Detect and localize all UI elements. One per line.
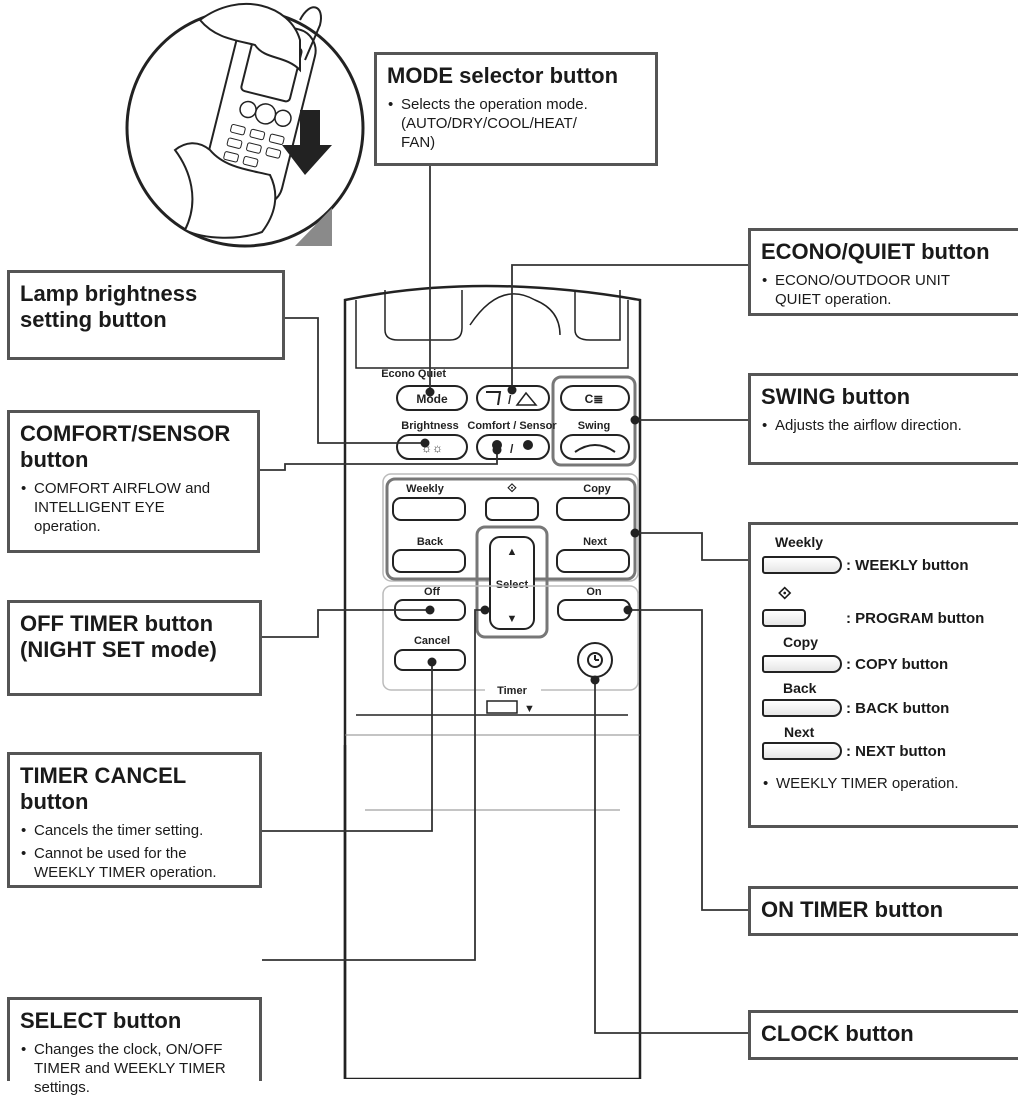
mode-button-label: Mode [416, 392, 448, 406]
clock-icon [587, 652, 603, 668]
timer-cancel-callout: TIMER CANCEL button Cancels the timer se… [7, 752, 262, 888]
econo-quiet-callout: ECONO/QUIET button ECONO/OUTDOOR UNIT QU… [748, 228, 1018, 316]
mode-button[interactable] [396, 385, 468, 411]
econo-quiet-bullet: ECONO/OUTDOOR UNIT QUIET operation. [761, 271, 1013, 309]
off-timer-callout: OFF TIMER button (NIGHT SET mode) [7, 600, 262, 696]
legend-next-label: : NEXT button [846, 743, 946, 760]
program-icon: ⟐ [507, 481, 517, 495]
legend-note-wrap: WEEKLY TIMER operation. [752, 774, 1012, 804]
econo-quiet-title: ECONO/QUIET button [761, 239, 990, 264]
program-button[interactable] [485, 497, 539, 521]
next-button[interactable] [556, 549, 630, 573]
weekly-button[interactable] [392, 497, 466, 521]
clock-callout: CLOCK button [748, 1010, 1018, 1060]
mode-bullet: Selects the operation mode. (AUTO/DRY/CO… [387, 95, 645, 152]
legend-copy-label: : COPY button [846, 656, 949, 673]
legend-note: WEEKLY TIMER operation. [762, 774, 1012, 793]
brightness-button[interactable] [396, 434, 468, 460]
comfort-sensor-bullet: COMFORT AIRFLOW and INTELLIGENT EYE oper… [20, 479, 247, 536]
svg-text:/: / [510, 442, 514, 456]
legend-weekly-label: : WEEKLY button [846, 557, 969, 574]
legend-copy-button [762, 655, 842, 673]
legend-program-label: : PROGRAM button [846, 610, 985, 627]
select-bullet: Changes the clock, ON/OFF TIMER and WEEK… [20, 1040, 249, 1097]
legend-weekly-button [762, 556, 842, 574]
swing-button[interactable] [560, 434, 630, 460]
on-label: On [586, 586, 602, 598]
swing-mode-button[interactable] [560, 385, 630, 411]
clock-title: CLOCK button [761, 1021, 914, 1046]
swing-callout: SWING button Adjusts the airflow directi… [748, 373, 1018, 465]
on-timer-button[interactable] [557, 599, 631, 621]
comfort-sensor-title: COMFORT/SENSOR button [20, 421, 231, 472]
legend-next-caption: Next [784, 724, 815, 740]
on-timer-title: ON TIMER button [761, 897, 944, 922]
off-label: Off [424, 586, 440, 598]
swing-label: Swing [578, 420, 610, 432]
leader-dots [420, 385, 640, 685]
legend-back-caption: Back [783, 680, 817, 696]
back-button[interactable] [392, 549, 466, 573]
triangle-marker-icon [295, 208, 332, 246]
copy-label: Copy [583, 483, 611, 495]
select-button[interactable] [489, 536, 535, 630]
timer-cancel-title: TIMER CANCEL button [20, 763, 187, 814]
lamp-brightness-callout: Lamp brightness setting button [7, 270, 285, 360]
svg-text:▼: ▼ [507, 613, 518, 625]
legend-weekly-caption: Weekly [775, 534, 823, 550]
next-label: Next [583, 536, 607, 548]
swing-title: SWING button [761, 384, 911, 409]
on-timer-callout: ON TIMER button [748, 886, 1018, 936]
comfort-sensor-callout: COMFORT/SENSOR button COMFORT AIRFLOW an… [7, 410, 260, 553]
comfort-sensor-label: Comfort / Sensor [467, 420, 557, 432]
battery-icon [486, 700, 518, 714]
hand-illustration [125, 3, 365, 248]
swing-bullet: Adjusts the airflow direction. [761, 416, 1013, 435]
back-label: Back [417, 536, 444, 548]
legend-next-button [762, 742, 842, 760]
select-group [475, 525, 549, 639]
program-icon: ⟐ [778, 584, 792, 603]
cancel-label: Cancel [414, 635, 450, 647]
svg-text:/: / [508, 393, 512, 407]
svg-text:C≣: C≣ [585, 392, 604, 406]
remote-control: Econo Quiet Mode / C≣ Swing Brightness ☼… [343, 284, 642, 1079]
mode-callout: MODE selector button Selects the operati… [374, 52, 658, 166]
copy-button[interactable] [556, 497, 630, 521]
select-label: Select [496, 579, 529, 591]
econo-label: Econo Quiet [381, 368, 446, 380]
off-timer-title: OFF TIMER button (NIGHT SET mode) [20, 611, 217, 662]
svg-text:▲: ▲ [507, 546, 518, 558]
mode-title: MODE selector button [387, 63, 619, 88]
brightness-label: Brightness [401, 420, 458, 432]
leader-lines [260, 165, 748, 1034]
timer-cancel-bullet-1: Cancels the timer setting. [20, 821, 249, 840]
select-title: SELECT button [20, 1008, 182, 1033]
svg-text:▼: ▼ [524, 703, 535, 715]
timer-cancel-bullet-2: Cannot be used for the WEEKLY TIMER oper… [20, 844, 249, 882]
lamp-brightness-title: Lamp brightness setting button [20, 281, 198, 332]
weekly-label: Weekly [406, 483, 445, 495]
timer-label: Timer [497, 685, 527, 697]
legend-program-button [762, 609, 806, 627]
legend-back-button [762, 699, 842, 717]
legend-copy-caption: Copy [783, 634, 818, 650]
legend-back-label: : BACK button [846, 700, 950, 717]
select-callout: SELECT button Changes the clock, ON/OFF … [7, 997, 262, 1096]
